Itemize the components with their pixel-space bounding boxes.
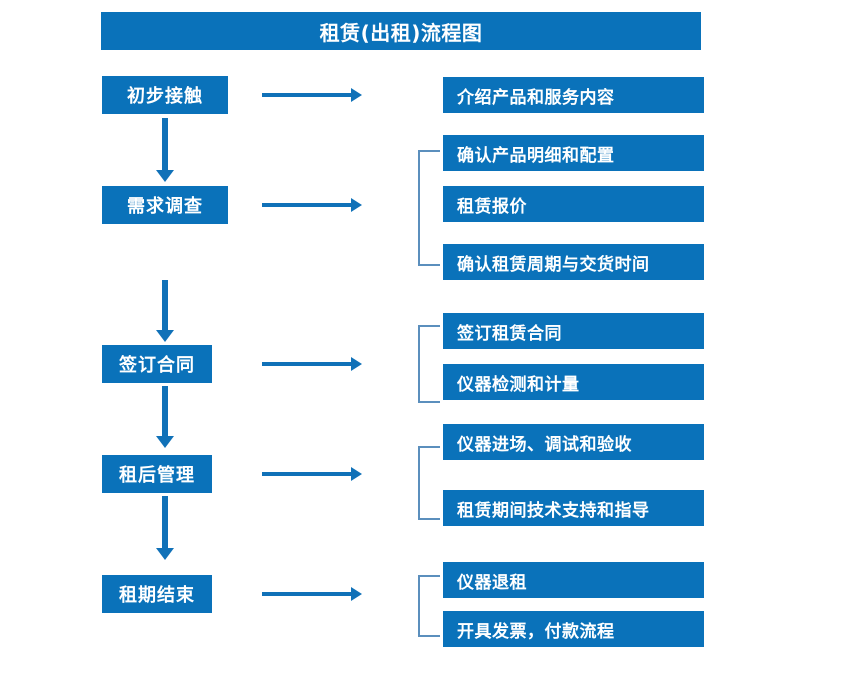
- stage-box-3[interactable]: 签订合同: [102, 345, 212, 383]
- group-bracket-icon-5: [418, 575, 440, 637]
- arrow-right-icon-4: [262, 467, 362, 481]
- arrow-right-icon-1: [262, 88, 362, 102]
- detail-box-1-1[interactable]: 介绍产品和服务内容: [443, 77, 704, 113]
- arrow-head: [351, 88, 362, 102]
- stage-box-4[interactable]: 租后管理: [102, 455, 212, 493]
- page-title: 租赁(出租)流程图: [101, 12, 701, 50]
- arrow-down-icon-3: [156, 386, 174, 448]
- arrow-head: [156, 330, 174, 342]
- arrow-shaft: [262, 472, 352, 476]
- detail-box-2-3[interactable]: 确认租赁周期与交货时间: [443, 244, 704, 280]
- arrow-shaft: [162, 496, 168, 548]
- stage-box-1[interactable]: 初步接触: [102, 76, 228, 114]
- arrow-shaft: [162, 118, 168, 170]
- arrow-head: [156, 548, 174, 560]
- detail-box-3-2[interactable]: 仪器检测和计量: [443, 364, 704, 400]
- arrow-down-icon-4: [156, 496, 174, 560]
- group-bracket-icon-4: [418, 446, 440, 520]
- arrow-head: [156, 170, 174, 182]
- group-bracket-icon-3: [418, 325, 440, 403]
- stage-box-5[interactable]: 租期结束: [102, 575, 212, 613]
- arrow-head: [351, 198, 362, 212]
- arrow-shaft: [262, 93, 352, 97]
- stage-box-2[interactable]: 需求调查: [102, 186, 228, 224]
- detail-box-2-2[interactable]: 租赁报价: [443, 186, 704, 222]
- arrow-shaft: [262, 592, 352, 596]
- group-bracket-icon-2: [418, 150, 440, 266]
- arrow-down-icon-2: [156, 280, 174, 342]
- arrow-shaft: [162, 386, 168, 436]
- arrow-right-icon-3: [262, 357, 362, 371]
- detail-box-4-2[interactable]: 租赁期间技术支持和指导: [443, 490, 704, 526]
- arrow-right-icon-5: [262, 587, 362, 601]
- arrow-right-icon-2: [262, 198, 362, 212]
- arrow-head: [156, 436, 174, 448]
- arrow-shaft: [262, 203, 352, 207]
- arrow-down-icon-1: [156, 118, 174, 182]
- detail-box-5-2[interactable]: 开具发票，付款流程: [443, 611, 704, 647]
- detail-box-5-1[interactable]: 仪器退租: [443, 562, 704, 598]
- arrow-shaft: [262, 362, 352, 366]
- arrow-head: [351, 587, 362, 601]
- arrow-head: [351, 357, 362, 371]
- arrow-shaft: [162, 280, 168, 330]
- detail-box-2-1[interactable]: 确认产品明细和配置: [443, 135, 704, 171]
- detail-box-3-1[interactable]: 签订租赁合同: [443, 313, 704, 349]
- detail-box-4-1[interactable]: 仪器进场、调试和验收: [443, 424, 704, 460]
- arrow-head: [351, 467, 362, 481]
